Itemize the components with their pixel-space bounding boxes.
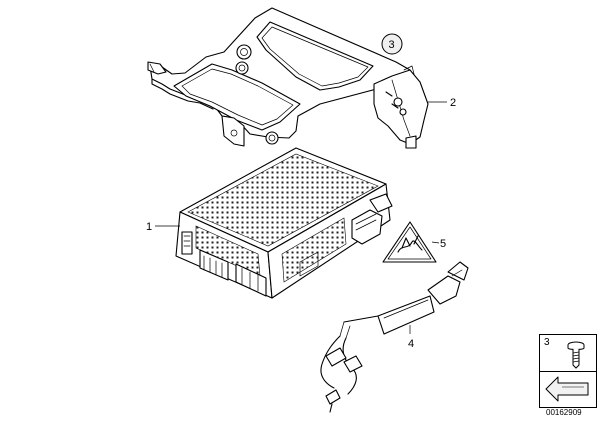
callout-2: 2 <box>428 97 456 109</box>
callout-5: 5 <box>431 238 446 250</box>
callout-1-label: 1 <box>146 221 152 233</box>
mounting-bracket <box>147 7 429 149</box>
document-number: 00162909 <box>546 408 582 417</box>
warning-label <box>382 221 437 263</box>
callout-2-label: 2 <box>450 97 456 109</box>
antenna-cable <box>320 261 469 413</box>
callout-4-label: 4 <box>408 338 414 350</box>
legend-part-number: 3 <box>544 337 550 348</box>
screw-icon <box>567 341 585 369</box>
callout-5-label: 5 <box>440 238 446 250</box>
legend-box: 3 <box>539 334 597 408</box>
callout-3: 3 <box>381 33 403 55</box>
callout-3-circle <box>381 33 403 55</box>
callout-1: 1 <box>146 221 180 233</box>
callout-4: 4 <box>408 325 414 350</box>
callout-3-label: 3 <box>389 39 395 51</box>
legend-divider <box>540 371 596 372</box>
direction-arrow-icon <box>545 376 589 402</box>
control-module <box>175 147 393 299</box>
